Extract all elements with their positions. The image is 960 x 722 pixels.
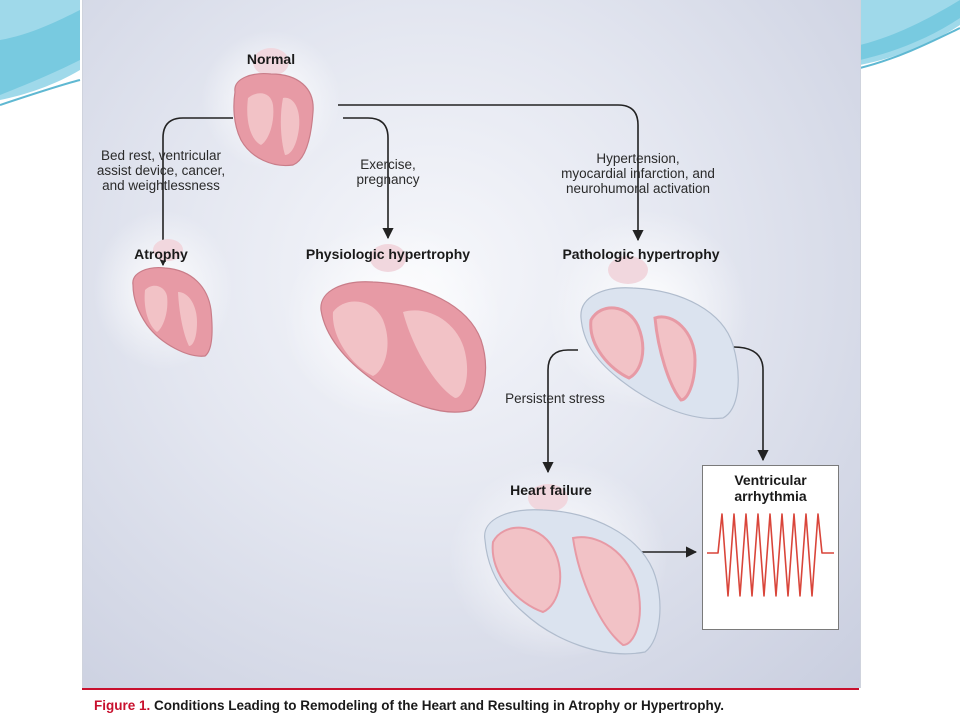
heart-failure-heart-illustration bbox=[484, 484, 661, 655]
pathologic-hypertrophy-heart-illustration bbox=[580, 256, 739, 420]
figure-panel: Normal Bed rest, ventricular assist devi… bbox=[82, 0, 861, 688]
figure-caption-bar: Figure 1. Conditions Leading to Remodeli… bbox=[82, 688, 859, 722]
heart-failure-label: Heart failure bbox=[510, 482, 592, 498]
figure-caption: Figure 1. Conditions Leading to Remodeli… bbox=[94, 698, 724, 713]
figure-number: Figure 1. bbox=[94, 698, 151, 713]
ventricular-arrhythmia-title: Ventricular arrhythmia bbox=[734, 472, 807, 504]
physiologic-hypertrophy-label: Physiologic hypertrophy bbox=[305, 246, 471, 262]
atrophy-heart-illustration bbox=[132, 239, 213, 357]
normal-label: Normal bbox=[246, 51, 296, 67]
persistent-stress-label: Persistent stress bbox=[505, 391, 605, 406]
normal-heart-illustration bbox=[233, 48, 314, 167]
flow-arrows bbox=[157, 104, 769, 558]
physiologic-conditions-label: Exercise, pregnancy bbox=[356, 157, 420, 187]
remodeling-diagram bbox=[93, 30, 769, 660]
figure-caption-text: Conditions Leading to Remodeling of the … bbox=[154, 698, 725, 713]
physiologic-hypertrophy-heart-illustration bbox=[320, 244, 487, 413]
ventricular-arrhythmia-box: Ventricular arrhythmia bbox=[702, 465, 839, 630]
pathologic-hypertrophy-label: Pathologic hypertrophy bbox=[562, 246, 720, 262]
pathologic-conditions-label: Hypertension, myocardial infarction, and… bbox=[561, 151, 715, 196]
atrophy-label: Atrophy bbox=[134, 246, 188, 262]
atrophy-conditions-label: Bed rest, ventricular assist device, can… bbox=[96, 148, 226, 193]
ecg-trace bbox=[707, 513, 834, 597]
